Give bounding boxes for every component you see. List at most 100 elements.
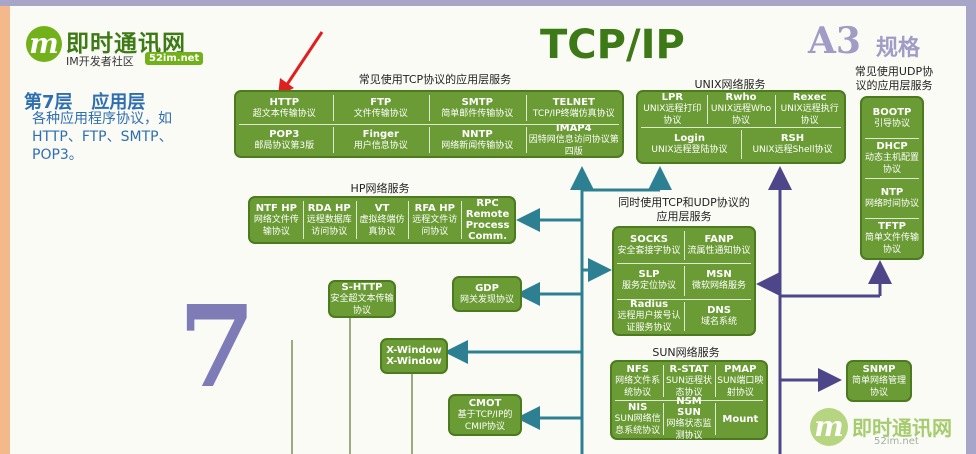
row-divider: [641, 127, 841, 128]
protocol-description: UNIX远程打印协议: [643, 104, 702, 126]
shttp-title: S-HTTP: [341, 281, 383, 293]
sun-group-caption: SUN网络服务: [652, 346, 720, 359]
watermark-domain: 52im.net: [874, 436, 919, 447]
protocol-name: NFS: [626, 363, 649, 375]
xwin-desc: X-Window: [386, 356, 442, 367]
cell-divider: [332, 127, 334, 153]
protocol-description: UNIX远程Who协议: [710, 104, 772, 126]
cell-divider: [684, 231, 685, 261]
cell-divider: [663, 403, 665, 435]
sun-cell: Mount: [715, 400, 766, 438]
gdp-title: GDP: [475, 282, 499, 294]
layer-title: 第7层 应用层: [24, 92, 146, 113]
cell-divider: [714, 403, 716, 435]
protocol-name: Finger: [362, 128, 399, 140]
row-divider: [615, 400, 763, 401]
protocol-name: Rwho: [725, 92, 757, 103]
row-divider: [865, 178, 919, 179]
protocol-name: R-STAT: [669, 363, 709, 375]
protocol-name: Mount: [722, 413, 759, 425]
cell-divider: [684, 266, 685, 296]
protocol-name: POP3: [269, 128, 300, 140]
cell-divider: [461, 201, 463, 239]
cell-divider: [775, 95, 777, 124]
cell-divider: [408, 201, 410, 239]
logo-mark: m: [26, 26, 62, 62]
protocol-description: 用户信息协议: [353, 140, 408, 151]
protocol-description: 远程用户拨号认证服务协议: [617, 310, 681, 333]
page-title: TCP/IP: [540, 22, 685, 68]
protocol-description: SUN端口映射协议: [717, 375, 764, 398]
cell-divider: [684, 301, 685, 331]
protocol-description: 服务定位协议: [621, 281, 676, 292]
cell-divider: [429, 95, 430, 121]
protocol-name: NNTP: [461, 128, 493, 140]
protocol-name: Rexec: [792, 92, 827, 103]
cell-divider: [741, 130, 742, 159]
row-divider: [617, 298, 751, 300]
protocol-name: FTP: [370, 96, 392, 108]
spec-a3: A3: [808, 20, 861, 62]
watermark-text: 即时通讯网: [852, 416, 952, 440]
protocol-name: SMTP: [461, 96, 493, 108]
protocol-name: Radius: [629, 298, 669, 310]
snmp-desc: 简单网络管理协议: [851, 375, 906, 398]
both-group-caption: 同时使用TCP和UDP协议的应用层服务: [618, 196, 750, 223]
protocol-description: 简单邮件传输协议: [441, 108, 514, 119]
protocol-name: NSM SUN: [676, 396, 702, 418]
protocol-name: Login: [674, 133, 705, 144]
protocol-description: 动态主机配置协议: [864, 152, 919, 175]
row-divider: [865, 138, 919, 139]
cmot-desc: 基于TCP/IP的CMIP协议: [457, 409, 513, 432]
protocol-description: SUN远程状态协议: [665, 375, 713, 398]
udp-group-caption: 常见使用UDP协议的应用层服务: [854, 65, 934, 92]
protocol-name: HTTP: [269, 96, 300, 108]
protocol-name: RPC Remote Process Comm.: [465, 198, 510, 242]
protocol-name: VT: [374, 202, 390, 214]
protocol-description: 网络状态监测协议: [666, 419, 712, 441]
protocol-description: TCP/IP终端仿真协议: [532, 108, 615, 119]
protocol-name: FANP: [704, 234, 734, 246]
logo-subtitle: IM开发者社区: [66, 55, 134, 68]
gdp-desc: 网关发现协议: [459, 294, 514, 305]
protocol-description: 文件传输协议: [353, 108, 408, 119]
spec-label: 规格: [876, 36, 921, 61]
snmp-title: SNMP: [862, 363, 896, 375]
hp-cell: RPC Remote Process Comm.: [461, 198, 514, 242]
top-border: [0, 0, 976, 6]
protocol-name: IMAP4: [555, 122, 592, 134]
shttp-desc: 安全超文本传输协议: [330, 293, 394, 316]
protocol-name: NTP: [880, 186, 904, 198]
cell-divider: [302, 201, 304, 239]
cell-divider: [525, 95, 527, 121]
protocol-description: 虚拟终端仿真协议: [359, 214, 405, 237]
watermark-mark: m: [810, 408, 848, 446]
cell-divider: [429, 127, 430, 153]
protocol-name: NIS: [628, 401, 648, 413]
